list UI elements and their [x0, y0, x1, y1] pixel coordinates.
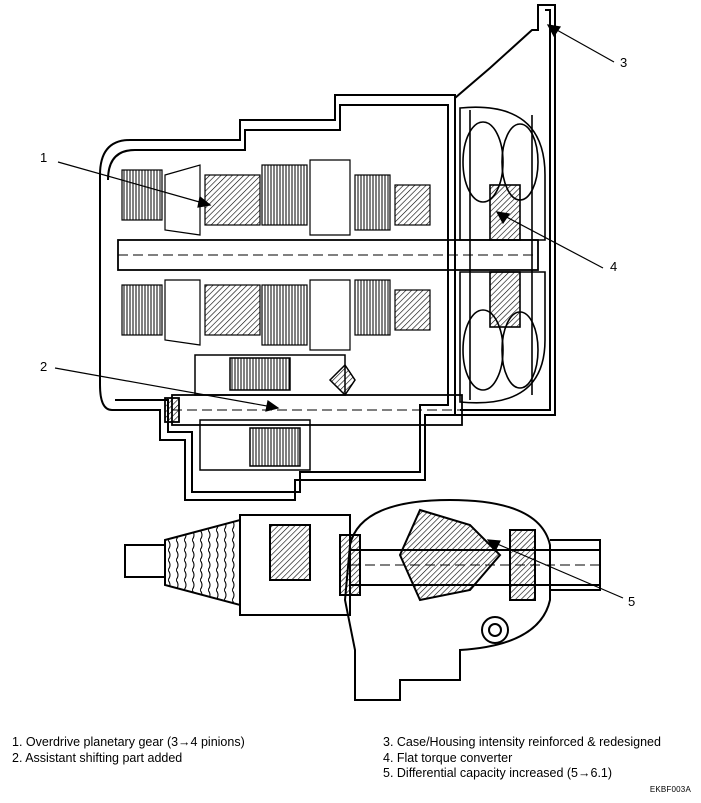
callout-number-5: 5 [628, 594, 635, 609]
leader-5 [487, 539, 624, 599]
figure-code: EKBF003A [649, 785, 691, 794]
caption-item-4: 4. Flat torque converter [383, 750, 513, 765]
caption-item-1: 1. Overdrive planetary gear (3→4 pinions… [12, 735, 245, 749]
counter-shaft-assembly [194, 354, 356, 471]
callout-number-2: 2 [40, 359, 47, 374]
drive-axle [124, 514, 600, 616]
leader-3 [547, 24, 615, 63]
callout-number-1: 1 [40, 150, 47, 165]
leader-1-arrow [197, 195, 212, 208]
leader-3-arrow [546, 24, 562, 38]
caption-item-3: 3. Case/Housing intensity reinforced & r… [383, 735, 661, 749]
callout-leaders [54, 24, 624, 599]
caption-column-right: 3. Case/Housing intensity reinforced & r… [383, 735, 661, 782]
callout-number-4: 4 [610, 259, 617, 274]
leader-1 [57, 161, 211, 206]
lower-clutch-pack [121, 279, 431, 351]
transmission-case [99, 94, 456, 501]
leader-5-arrow [486, 539, 501, 553]
transaxle-cross-section-drawing: 1 2 3 4 5 [40, 4, 635, 701]
differential [339, 498, 601, 701]
callout-number-3: 3 [620, 55, 627, 70]
leader-2-arrow [265, 399, 280, 412]
caption-item-2: 2. Assistant shifting part added [12, 750, 183, 765]
leader-2 [54, 367, 279, 409]
leader-4 [496, 211, 604, 269]
input-shaft [117, 239, 539, 271]
leader-4-arrow [495, 211, 511, 225]
caption-column-left: 1. Overdrive planetary gear (3→4 pinions… [12, 735, 245, 766]
output-shaft [164, 394, 463, 426]
upper-clutch-pack [121, 159, 431, 236]
caption-item-5: 5. Differential capacity increased (5→6.… [383, 766, 613, 780]
